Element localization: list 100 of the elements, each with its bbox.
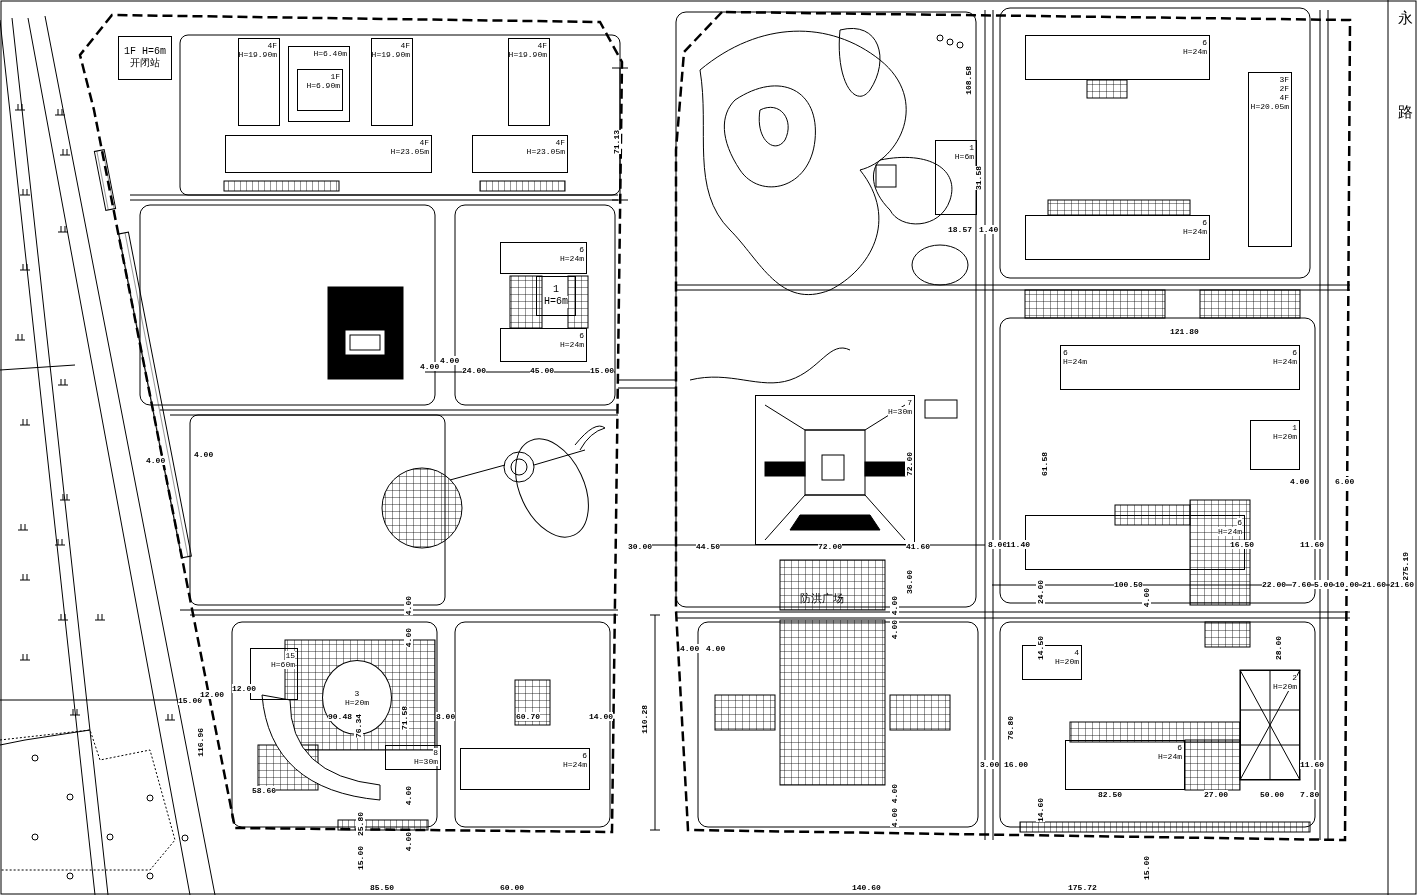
dimension-label: 60.00 — [500, 883, 524, 892]
building-label: 4F — [1279, 93, 1289, 102]
building-label: 3 — [354, 688, 360, 698]
dimension-label: 275.19 — [1401, 552, 1410, 581]
building-outline — [225, 135, 432, 173]
dimension-label: 72.00 — [905, 452, 914, 476]
building-label: H=24m — [560, 254, 584, 263]
dimension-label: 4.00 — [680, 644, 700, 653]
building-label: H=60m — [271, 660, 295, 669]
building-label: 6 H=24m — [1273, 348, 1297, 366]
dimension-label: 3.00 — [980, 760, 1000, 769]
dimension-label: 4.00 — [404, 596, 413, 616]
dimension-label: 60.70 — [516, 712, 540, 721]
building-label: H=23.05m — [390, 147, 429, 156]
dimension-label: 140.60 — [852, 883, 881, 892]
dimension-label: 36.00 — [905, 570, 914, 594]
building-label: H=24m — [1183, 227, 1207, 236]
building-label: H=24m — [560, 340, 584, 349]
building-outline — [508, 38, 550, 126]
building-label: 6 — [582, 751, 587, 760]
building-label: 6 H=24m — [1063, 348, 1087, 366]
building-label: H=20.05m — [1250, 102, 1289, 111]
dimension-label: 4.00 — [404, 628, 413, 648]
building-label: H=19.90m — [371, 50, 410, 59]
dimension-label: 12.00 — [200, 690, 224, 699]
building-outline — [288, 46, 350, 122]
building-label: 7 — [907, 398, 912, 407]
dimension-label: 4.00 — [404, 832, 413, 852]
dimension-label: 10.00 — [1335, 580, 1359, 589]
building-label: 3F — [1279, 75, 1289, 84]
plaza-name-label: 防洪广场 — [800, 593, 844, 605]
dimension-label: 21.60 — [1362, 580, 1386, 589]
dimension-label: 14.60 — [1036, 798, 1045, 822]
building-label: 6 — [1237, 518, 1242, 527]
building-label: H=20m — [345, 697, 369, 707]
dimension-label: 4.00 — [890, 784, 899, 804]
dimension-label: 71.13 — [612, 130, 621, 154]
building-outline — [118, 36, 172, 80]
road-name-label: 路 — [1398, 104, 1413, 120]
building-label: 15 — [285, 651, 295, 660]
building-label: 4F — [267, 41, 277, 50]
building-label: 1 — [1292, 423, 1297, 432]
dimension-label: 11.40 — [1006, 540, 1030, 549]
dimension-label: 4.00 — [194, 450, 214, 459]
dimension-label: 27.00 — [1204, 790, 1228, 799]
building-label: 6 — [1202, 38, 1207, 47]
dimension-label: 14.50 — [1036, 636, 1045, 660]
dimension-label: 4.00 — [404, 786, 413, 806]
building-label: 4F — [419, 138, 429, 147]
dimension-label: 22.00 — [1262, 580, 1286, 589]
building-label: H=6.40m — [313, 49, 347, 58]
building-label: 8 — [433, 748, 438, 757]
dimension-label: 7.60 — [1292, 580, 1312, 589]
dimension-label: 4.00 — [440, 356, 460, 365]
building-outline — [238, 38, 280, 126]
dimension-label: 71.58 — [400, 706, 409, 730]
dimension-label: 4.00 — [146, 456, 166, 465]
building-outline — [1060, 345, 1300, 390]
dimension-label: 18.57 — [948, 225, 972, 234]
dimension-label: 8.00 — [436, 712, 456, 721]
dimension-label: 6.00 — [1335, 477, 1355, 486]
building-label: 6 — [579, 331, 584, 340]
dimension-label: 21.60 — [1390, 580, 1414, 589]
dimension-label: 14.00 — [589, 712, 613, 721]
dimension-label: 76.80 — [1006, 716, 1015, 740]
dimension-label: 121.80 — [1170, 327, 1199, 336]
building-label: 6 — [579, 245, 584, 254]
building-label: 2 — [1292, 673, 1297, 682]
dimension-label: 110.28 — [640, 705, 649, 734]
dimension-label: 4.00 — [890, 808, 899, 828]
building-label: H=24m — [1183, 47, 1207, 56]
building-label: 开闭站 — [130, 58, 160, 70]
dimension-label: 61.58 — [1040, 452, 1049, 476]
building-label: 4F — [555, 138, 565, 147]
dimension-label: 72.00 — [818, 542, 842, 551]
dimension-label: 7.80 — [1300, 790, 1320, 799]
dimension-label: 30.00 — [628, 542, 652, 551]
dimension-label: 108.58 — [964, 66, 973, 95]
dimension-label: 24.00 — [462, 366, 486, 375]
building-label: H=19.90m — [508, 50, 547, 59]
dimension-label: 90.48 — [328, 712, 352, 721]
building-outline — [297, 69, 343, 111]
building-outline — [1240, 670, 1300, 780]
building-label: 6 — [1202, 218, 1207, 227]
dimension-label: 44.50 — [696, 542, 720, 551]
dimension-label: 11.60 — [1300, 540, 1324, 549]
dimension-label: 1.40 — [979, 225, 999, 234]
dimension-label: 15.00 — [1142, 856, 1151, 880]
dimension-label: 24.00 — [1036, 580, 1045, 604]
dimension-label: 175.72 — [1068, 883, 1097, 892]
dimension-label: 4.00 — [1142, 588, 1151, 608]
building-outline — [1025, 215, 1210, 260]
dimension-label: 15.00 — [178, 696, 202, 705]
dimension-label: 76.34 — [354, 714, 363, 738]
building-label: 4F — [537, 41, 547, 50]
building-label: 4F — [400, 41, 410, 50]
building-outline — [500, 242, 587, 274]
dimension-label: 116.96 — [196, 728, 205, 757]
dimension-label: 5.00 — [1314, 580, 1334, 589]
building-outline — [1025, 35, 1210, 80]
